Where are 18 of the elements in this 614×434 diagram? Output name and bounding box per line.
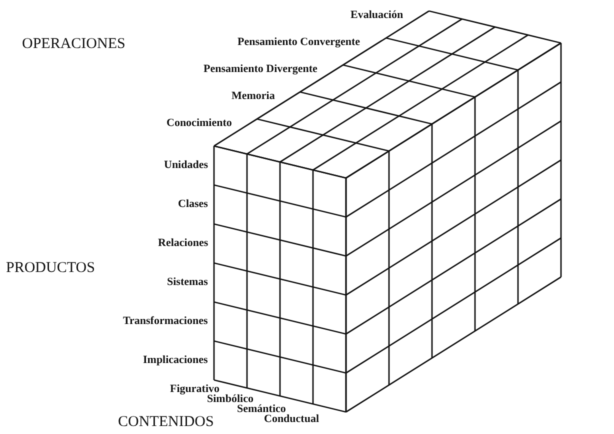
axis-label: Implicaciones <box>143 354 208 367</box>
axis-label: Conductual <box>264 412 320 426</box>
axis-label: Relaciones <box>158 237 208 250</box>
axis-label: Clases <box>178 198 208 211</box>
axis-label: Memoria <box>232 90 275 103</box>
axis-label: Semántico <box>237 402 286 414</box>
axis-label: Figurativo <box>170 382 220 394</box>
axis-label: Unidades <box>164 159 208 172</box>
axis-label: Transformaciones <box>123 315 208 328</box>
axis-label: Conocimiento <box>166 117 232 130</box>
axis-title: CONTENIDOS <box>118 414 214 430</box>
axis-label: Simbólico <box>207 392 254 404</box>
axis-title: OPERACIONES <box>22 36 126 52</box>
axis-label: Evaluación <box>350 9 404 22</box>
axis-label: Sistemas <box>167 276 208 289</box>
axis-label: Pensamiento Divergente <box>204 63 318 76</box>
axis-label: Pensamiento Convergente <box>238 36 360 49</box>
axis-title: PRODUCTOS <box>6 260 95 276</box>
